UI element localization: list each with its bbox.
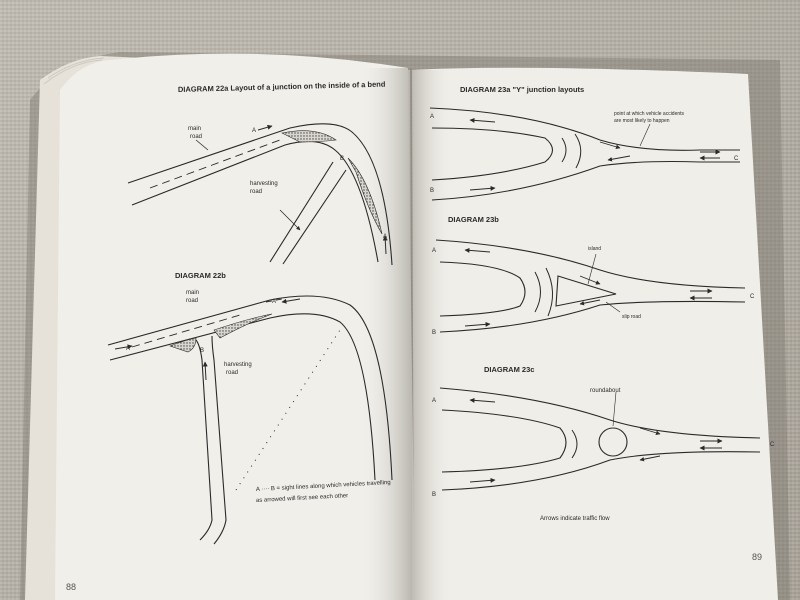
diagram-23c-title: DIAGRAM 23c xyxy=(484,365,534,374)
diagram-22b-title: DIAGRAM 22b xyxy=(175,271,226,280)
label-road-b: road xyxy=(186,298,198,304)
page-number-left: 88 xyxy=(66,582,76,592)
diagram-23a: DIAGRAM 23a "Y" junction layouts point a… xyxy=(429,85,740,201)
label-slip-road: slip road xyxy=(622,314,641,320)
label-c-23a: C xyxy=(734,156,739,162)
diagram-23b: DIAGRAM 23b island slip road A B C xyxy=(432,215,755,336)
label-roundabout: roundabout xyxy=(590,388,621,394)
point-a-b: A xyxy=(126,346,130,352)
label-harvesting-b: harvesting xyxy=(224,362,252,368)
label-a-23a: A xyxy=(430,114,434,120)
note-line-1: point at which vehicle accidents xyxy=(614,111,685,117)
label-island: island xyxy=(588,246,601,252)
diagram-23b-title: DIAGRAM 23b xyxy=(448,215,499,224)
point-a-end: A xyxy=(272,299,276,305)
right-page xyxy=(412,67,778,600)
label-road-b-2: road xyxy=(226,370,238,376)
label-road: road xyxy=(190,134,202,140)
point-b: B xyxy=(340,156,344,162)
label-road-2: road xyxy=(250,189,262,195)
point-a: A xyxy=(252,128,256,134)
diagram-23a-title: DIAGRAM 23a "Y" junction layouts xyxy=(460,85,584,94)
island-shape xyxy=(555,275,617,307)
label-harvesting: harvesting xyxy=(250,181,278,187)
label-b-23b: B xyxy=(432,330,436,336)
roundabout-circle xyxy=(598,427,628,457)
label-b-23c: B xyxy=(432,492,436,498)
diagram-23c: DIAGRAM 23c roundabout A B C xyxy=(432,365,775,498)
label-a-23c: A xyxy=(432,398,436,404)
diagram-22b: DIAGRAM 22b main road harvesting road A … xyxy=(107,271,393,545)
label-a-23b: A xyxy=(432,248,436,254)
label-main: main xyxy=(188,126,201,132)
label-c-23c: C xyxy=(770,442,775,448)
note-line-2: are most likely to happen xyxy=(614,118,670,124)
caption-traffic-flow: Arrows indicate traffic flow xyxy=(540,516,610,522)
page-number-right: 89 xyxy=(752,552,762,562)
point-a-2: A xyxy=(383,234,387,240)
caption-line-2: as arrowed will first see each other xyxy=(256,493,349,504)
point-b-b: B xyxy=(200,348,204,354)
label-c-23b: C xyxy=(750,294,755,300)
label-b-23a: B xyxy=(430,188,434,194)
label-main-b: main xyxy=(186,290,199,296)
